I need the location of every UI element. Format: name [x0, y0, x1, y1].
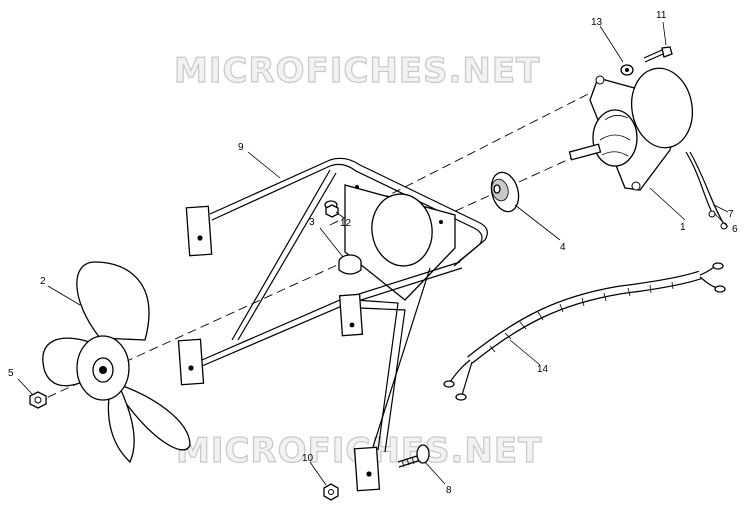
- bracket-bolt: [397, 444, 430, 468]
- callout-7: 7: [728, 209, 734, 220]
- callout-1: 1: [680, 222, 686, 233]
- fan-bracket: [177, 157, 488, 492]
- fan-blade: [42, 261, 191, 464]
- spacer: [338, 254, 362, 275]
- callout-8: 8: [446, 485, 452, 496]
- callout-10: 10: [302, 453, 314, 464]
- motor-screw: [643, 46, 673, 63]
- callout-2: 2: [40, 276, 46, 287]
- callout-13: 13: [591, 17, 603, 28]
- callout-11: 11: [656, 10, 667, 21]
- leader-lines: [17, 21, 729, 486]
- watermark-top: MICROFICHES.NET: [174, 51, 540, 91]
- callout-5: 5: [8, 368, 14, 379]
- fan-nut: [29, 391, 47, 409]
- callout-12: 12: [340, 218, 352, 229]
- motor-washer: [620, 64, 634, 76]
- bracket-washer: [324, 200, 339, 218]
- wire-harness: [443, 262, 726, 401]
- callout-labels: 1 2 3 4 5 6 7 8 9 10 11 12 13 14: [8, 10, 738, 496]
- callout-3: 3: [309, 217, 315, 228]
- callout-9: 9: [238, 142, 244, 153]
- fan-hub: [490, 171, 520, 213]
- callout-6: 6: [732, 224, 738, 235]
- callout-4: 4: [560, 242, 566, 253]
- fan-motor: [568, 67, 728, 230]
- assembly-centerline: [34, 144, 601, 404]
- bracket-nut: [323, 483, 339, 501]
- callout-14: 14: [537, 364, 549, 375]
